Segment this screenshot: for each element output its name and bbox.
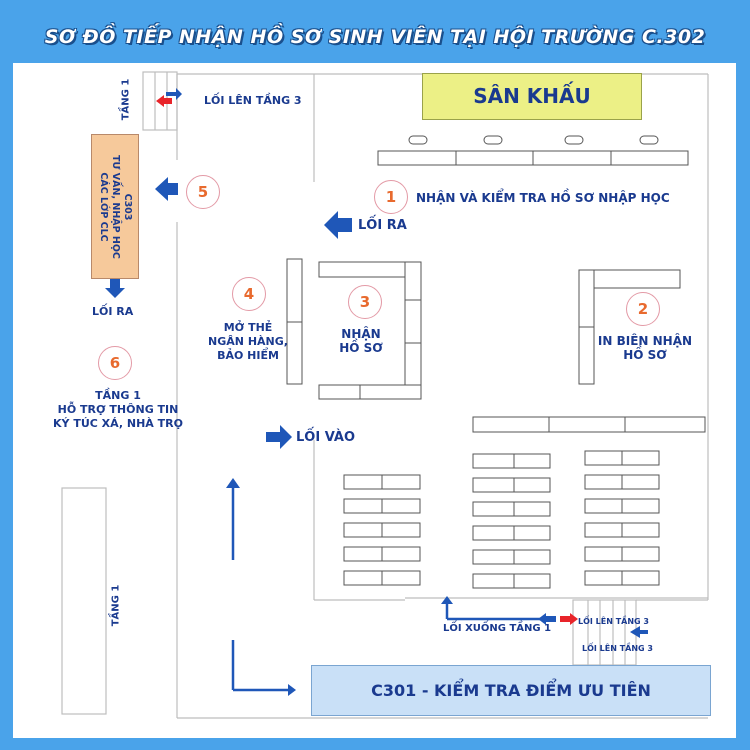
desk [513,525,551,541]
desk [343,522,383,538]
entrance-label: LỐI VÀO [296,430,355,445]
desk [513,573,551,589]
desk [472,549,515,565]
exit-left-label: LỐI RA [92,305,134,318]
desk [584,474,623,490]
desk [584,570,623,586]
floor1-top-label: TẦNG 1 [120,78,132,121]
down-floor1-label: LỐI XUỐNG TẦNG 1 [443,623,552,634]
up-floor3-top-label: LỐI LÊN TẦNG 3 [204,94,302,107]
desk [381,474,421,490]
station-3-number: 3 [348,285,382,319]
exit-main-label: LỐI RA [358,218,407,233]
desk [621,474,660,490]
desk [472,501,515,517]
desk [513,549,551,565]
desk [472,453,515,469]
page-title: SƠ ĐỒ TIẾP NHẬN HỒ SƠ SINH VIÊN TẠI HỘI … [44,26,706,48]
desk [472,477,515,493]
up-floor3-a-label: LỐI LÊN TẦNG 3 [578,617,649,626]
desk [381,546,421,562]
c301-room: C301 - KIỂM TRA ĐIỂM ƯU TIÊN [311,665,711,716]
station-4-number: 4 [232,277,266,311]
stage-label: SÂN KHẤU [422,73,642,120]
station-1-label: NHẬN VÀ KIỂM TRA HỒ SƠ NHẬP HỌC [416,191,670,205]
desk [343,546,383,562]
station-2-number: 2 [626,292,660,326]
desk [381,570,421,586]
desk [513,477,551,493]
desk [472,573,515,589]
desk [343,570,383,586]
desk [584,498,623,514]
desk [621,522,660,538]
up-floor3-b-label: LỐI LÊN TẦNG 3 [582,644,653,653]
station-5-number: 5 [186,175,220,209]
desk [621,498,660,514]
desk [584,522,623,538]
station-1-number: 1 [374,180,408,214]
station-6-number: 6 [98,346,132,380]
desk [584,450,623,466]
desk [343,474,383,490]
desk [621,570,660,586]
desk [513,453,551,469]
floor1-bottom-label: TẦNG 1 [110,584,122,627]
desk [584,546,623,562]
desk [472,525,515,541]
desk [513,501,551,517]
desk [381,498,421,514]
desk [621,546,660,562]
desk [381,522,421,538]
desk [621,450,660,466]
desk [343,498,383,514]
